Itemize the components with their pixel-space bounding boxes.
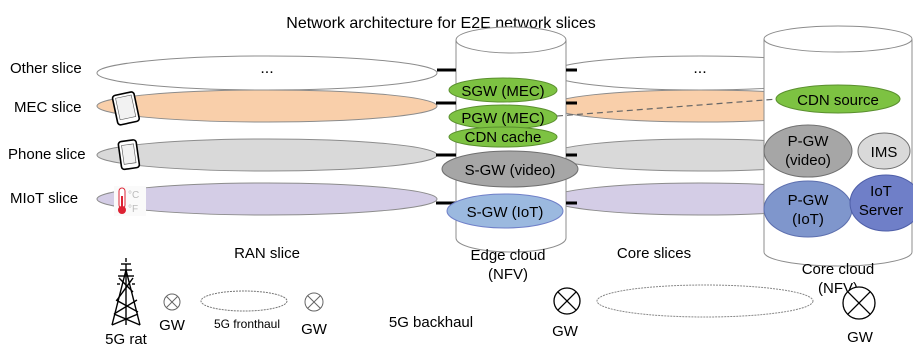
thermometer-icon: °C °F — [114, 186, 146, 216]
other-slice-ellipsis: ... — [260, 60, 273, 77]
mec-slice-label: MEC slice — [14, 99, 82, 116]
miot-slice-ellipse — [96, 182, 438, 216]
iot-server-node — [849, 174, 913, 232]
core-cloud-label-line1: Core cloud — [802, 261, 875, 278]
gw-label-1: GW — [159, 317, 186, 334]
rat-label: 5G rat — [105, 331, 148, 348]
gw-label-2: GW — [301, 321, 328, 338]
diagram-title: Network architecture for E2E network sli… — [286, 15, 595, 32]
iot-server-label-line1: IoT — [870, 183, 892, 200]
sgw-mec-label: SGW (MEC) — [461, 83, 544, 100]
cdn-cache-node — [448, 126, 558, 148]
gateway-icon — [304, 292, 324, 312]
fahrenheit-text: °F — [128, 204, 138, 215]
iot-server-label-line2: Server — [859, 202, 903, 219]
backhaul-cloud — [596, 284, 814, 318]
pgw-iot-node — [763, 180, 853, 238]
core-slices-label: Core slices — [617, 245, 691, 262]
backhaul-label: 5G backhaul — [389, 314, 473, 331]
gateway-icon — [553, 287, 581, 315]
fronthaul-cloud — [200, 290, 288, 312]
edge-cloud-label-line2: (NFV) — [488, 266, 528, 283]
sgw-video-node — [441, 150, 579, 188]
cdn-source-label: CDN source — [797, 92, 879, 109]
cdn-source-node — [775, 84, 901, 114]
phone-slice-label: Phone slice — [8, 146, 86, 163]
edge-cloud-label-line1: Edge cloud — [470, 247, 545, 264]
pgw-video-label-line2: (video) — [785, 152, 831, 169]
tablet-icon — [111, 91, 140, 126]
sgw-iot-node — [446, 193, 564, 229]
core-other-slice-ellipsis: ... — [693, 60, 706, 77]
miot-slice-label: MIoT slice — [10, 190, 78, 207]
cell-tower-icon — [111, 258, 141, 326]
mec-slice-ellipse — [96, 89, 438, 123]
pgw-iot-label-line1: P-GW — [788, 192, 830, 209]
fronthaul-label: 5G fronthaul — [214, 317, 280, 331]
celsius-text: °C — [128, 190, 139, 201]
gateway-icon — [842, 286, 876, 320]
gateway-icon — [163, 293, 181, 311]
phone-slice-ellipse — [96, 138, 438, 172]
sgw-mec-node — [448, 77, 558, 103]
gw-label-4: GW — [847, 329, 874, 346]
ims-label: IMS — [871, 144, 898, 161]
other-slice-label: Other slice — [10, 60, 82, 77]
cdn-cache-label: CDN cache — [465, 129, 542, 146]
pgw-iot-label-line2: (IoT) — [792, 211, 824, 228]
sgw-video-label: S-GW (video) — [465, 162, 556, 179]
pgw-mec-label: PGW (MEC) — [461, 110, 544, 127]
ims-node — [857, 132, 911, 170]
gw-label-3: GW — [552, 323, 579, 340]
ran-slice-label: RAN slice — [234, 245, 300, 262]
phone-icon — [117, 139, 141, 171]
sgw-iot-label: S-GW (IoT) — [467, 204, 544, 221]
cdn-dashed-link — [556, 98, 779, 117]
pgw-video-label-line1: P-GW — [788, 133, 830, 150]
pgw-video-node — [763, 124, 853, 178]
